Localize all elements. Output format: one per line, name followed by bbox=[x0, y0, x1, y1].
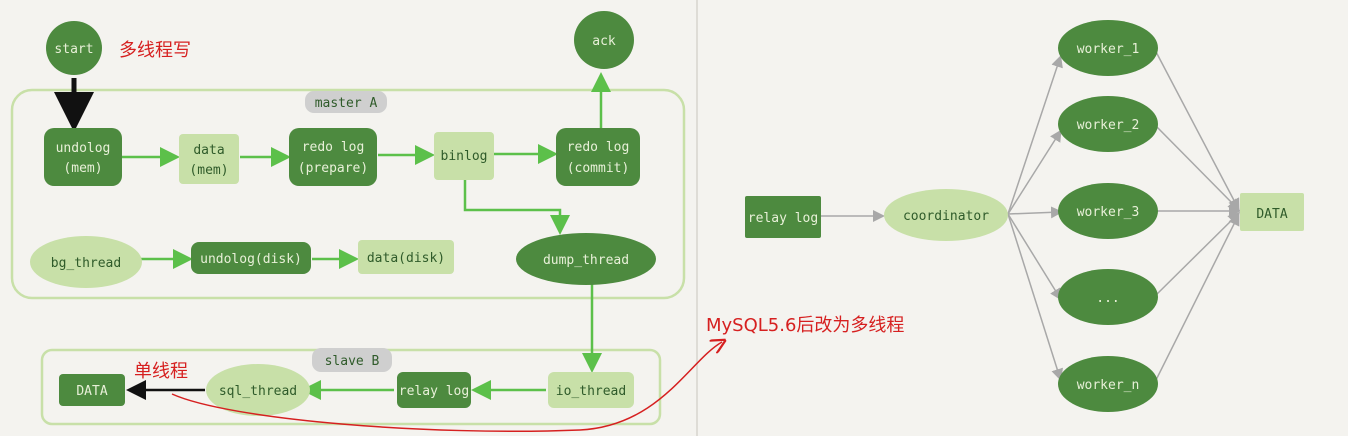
io-thread-label: io_thread bbox=[556, 384, 626, 399]
ack-node bbox=[574, 11, 634, 69]
undolog-disk-label: undolog(disk) bbox=[200, 252, 302, 267]
start-node bbox=[46, 21, 102, 75]
data-disk-node bbox=[358, 240, 454, 274]
edge-coord-worker2 bbox=[1007, 129, 1062, 215]
data-mem-label-2: (mem) bbox=[189, 163, 228, 178]
relay-log-node bbox=[397, 372, 471, 408]
annotation-multi-thread-write: 多线程写 bbox=[119, 40, 191, 61]
relay-log-label: relay log bbox=[399, 384, 469, 399]
master-a-container bbox=[10, 88, 686, 300]
data-out-node bbox=[59, 374, 125, 406]
annotation-single-thread: 单线程 bbox=[134, 361, 188, 382]
bg-thread-label: bg_thread bbox=[51, 256, 121, 271]
panel-divider bbox=[696, 0, 698, 436]
edge-coord-workerdots bbox=[1007, 213, 1062, 301]
worker-n-label: worker_n bbox=[1077, 378, 1140, 393]
data-mem-label-1: data bbox=[193, 143, 224, 158]
edge-coord-worker1 bbox=[1007, 55, 1063, 215]
undolog-mem-label-1: undolog bbox=[56, 141, 111, 156]
coordinator-worker-edges bbox=[1007, 55, 1063, 381]
right-relay-log-node bbox=[745, 196, 821, 238]
dump-thread-node bbox=[516, 233, 656, 285]
redolog-commit-node bbox=[556, 128, 640, 186]
right-data-label: DATA bbox=[1256, 207, 1287, 222]
edge-workerdots-data bbox=[1153, 211, 1241, 298]
start-label: start bbox=[54, 42, 93, 57]
sql-thread-node bbox=[206, 364, 310, 416]
edge-worker1-data bbox=[1153, 47, 1240, 211]
worker-2-label: worker_2 bbox=[1077, 118, 1140, 133]
redolog-prepare-label-1: redo log bbox=[302, 140, 365, 155]
coordinator-label: coordinator bbox=[903, 209, 989, 224]
undolog-mem-label-2: (mem) bbox=[63, 161, 102, 176]
annotation-mysql56: MySQL5.6后改为多线程 bbox=[706, 315, 904, 336]
worker-data-edges bbox=[1153, 47, 1241, 385]
bg-thread-node bbox=[30, 236, 142, 288]
master-a-label: master A bbox=[315, 96, 378, 111]
redolog-commit-label-1: redo log bbox=[567, 140, 630, 155]
coordinator-node bbox=[884, 189, 1008, 241]
data-disk-label: data(disk) bbox=[367, 251, 445, 266]
data-out-label: DATA bbox=[76, 384, 107, 399]
edge-coord-workern bbox=[1007, 213, 1063, 381]
redolog-prepare-label-2: (prepare) bbox=[298, 161, 368, 176]
worker-3-node bbox=[1058, 183, 1158, 239]
dump-thread-label: dump_thread bbox=[543, 253, 629, 268]
edge-worker2-data bbox=[1153, 123, 1241, 212]
right-relay-log-label: relay log bbox=[748, 211, 818, 226]
master-a-badge bbox=[305, 91, 387, 113]
slave-b-label: slave B bbox=[325, 354, 380, 369]
redolog-prepare-node bbox=[289, 128, 377, 186]
worker-3-label: worker_3 bbox=[1077, 205, 1140, 220]
worker-dots-node bbox=[1058, 269, 1158, 325]
io-thread-node bbox=[548, 372, 634, 408]
sql-thread-label: sql_thread bbox=[219, 384, 297, 399]
worker-n-node bbox=[1058, 356, 1158, 412]
slave-b-badge bbox=[312, 348, 392, 372]
worker-2-node bbox=[1058, 96, 1158, 152]
binlog-node bbox=[434, 132, 494, 180]
undolog-disk-node bbox=[191, 242, 311, 274]
worker-1-node bbox=[1058, 20, 1158, 76]
annotation-curve bbox=[171, 342, 722, 433]
undolog-mem-node bbox=[44, 128, 122, 186]
worker-dots-label: ... bbox=[1096, 291, 1119, 306]
redolog-commit-label-2: (commit) bbox=[567, 161, 630, 176]
data-mem-node bbox=[179, 134, 239, 184]
edge-workern-data bbox=[1153, 213, 1240, 385]
binlog-label: binlog bbox=[441, 149, 488, 164]
edge-binlog-dump bbox=[463, 180, 570, 235]
right-data-node bbox=[1240, 193, 1304, 231]
ack-label: ack bbox=[592, 34, 616, 49]
worker-1-label: worker_1 bbox=[1077, 42, 1140, 57]
edge-coord-worker3 bbox=[1007, 206, 1063, 219]
